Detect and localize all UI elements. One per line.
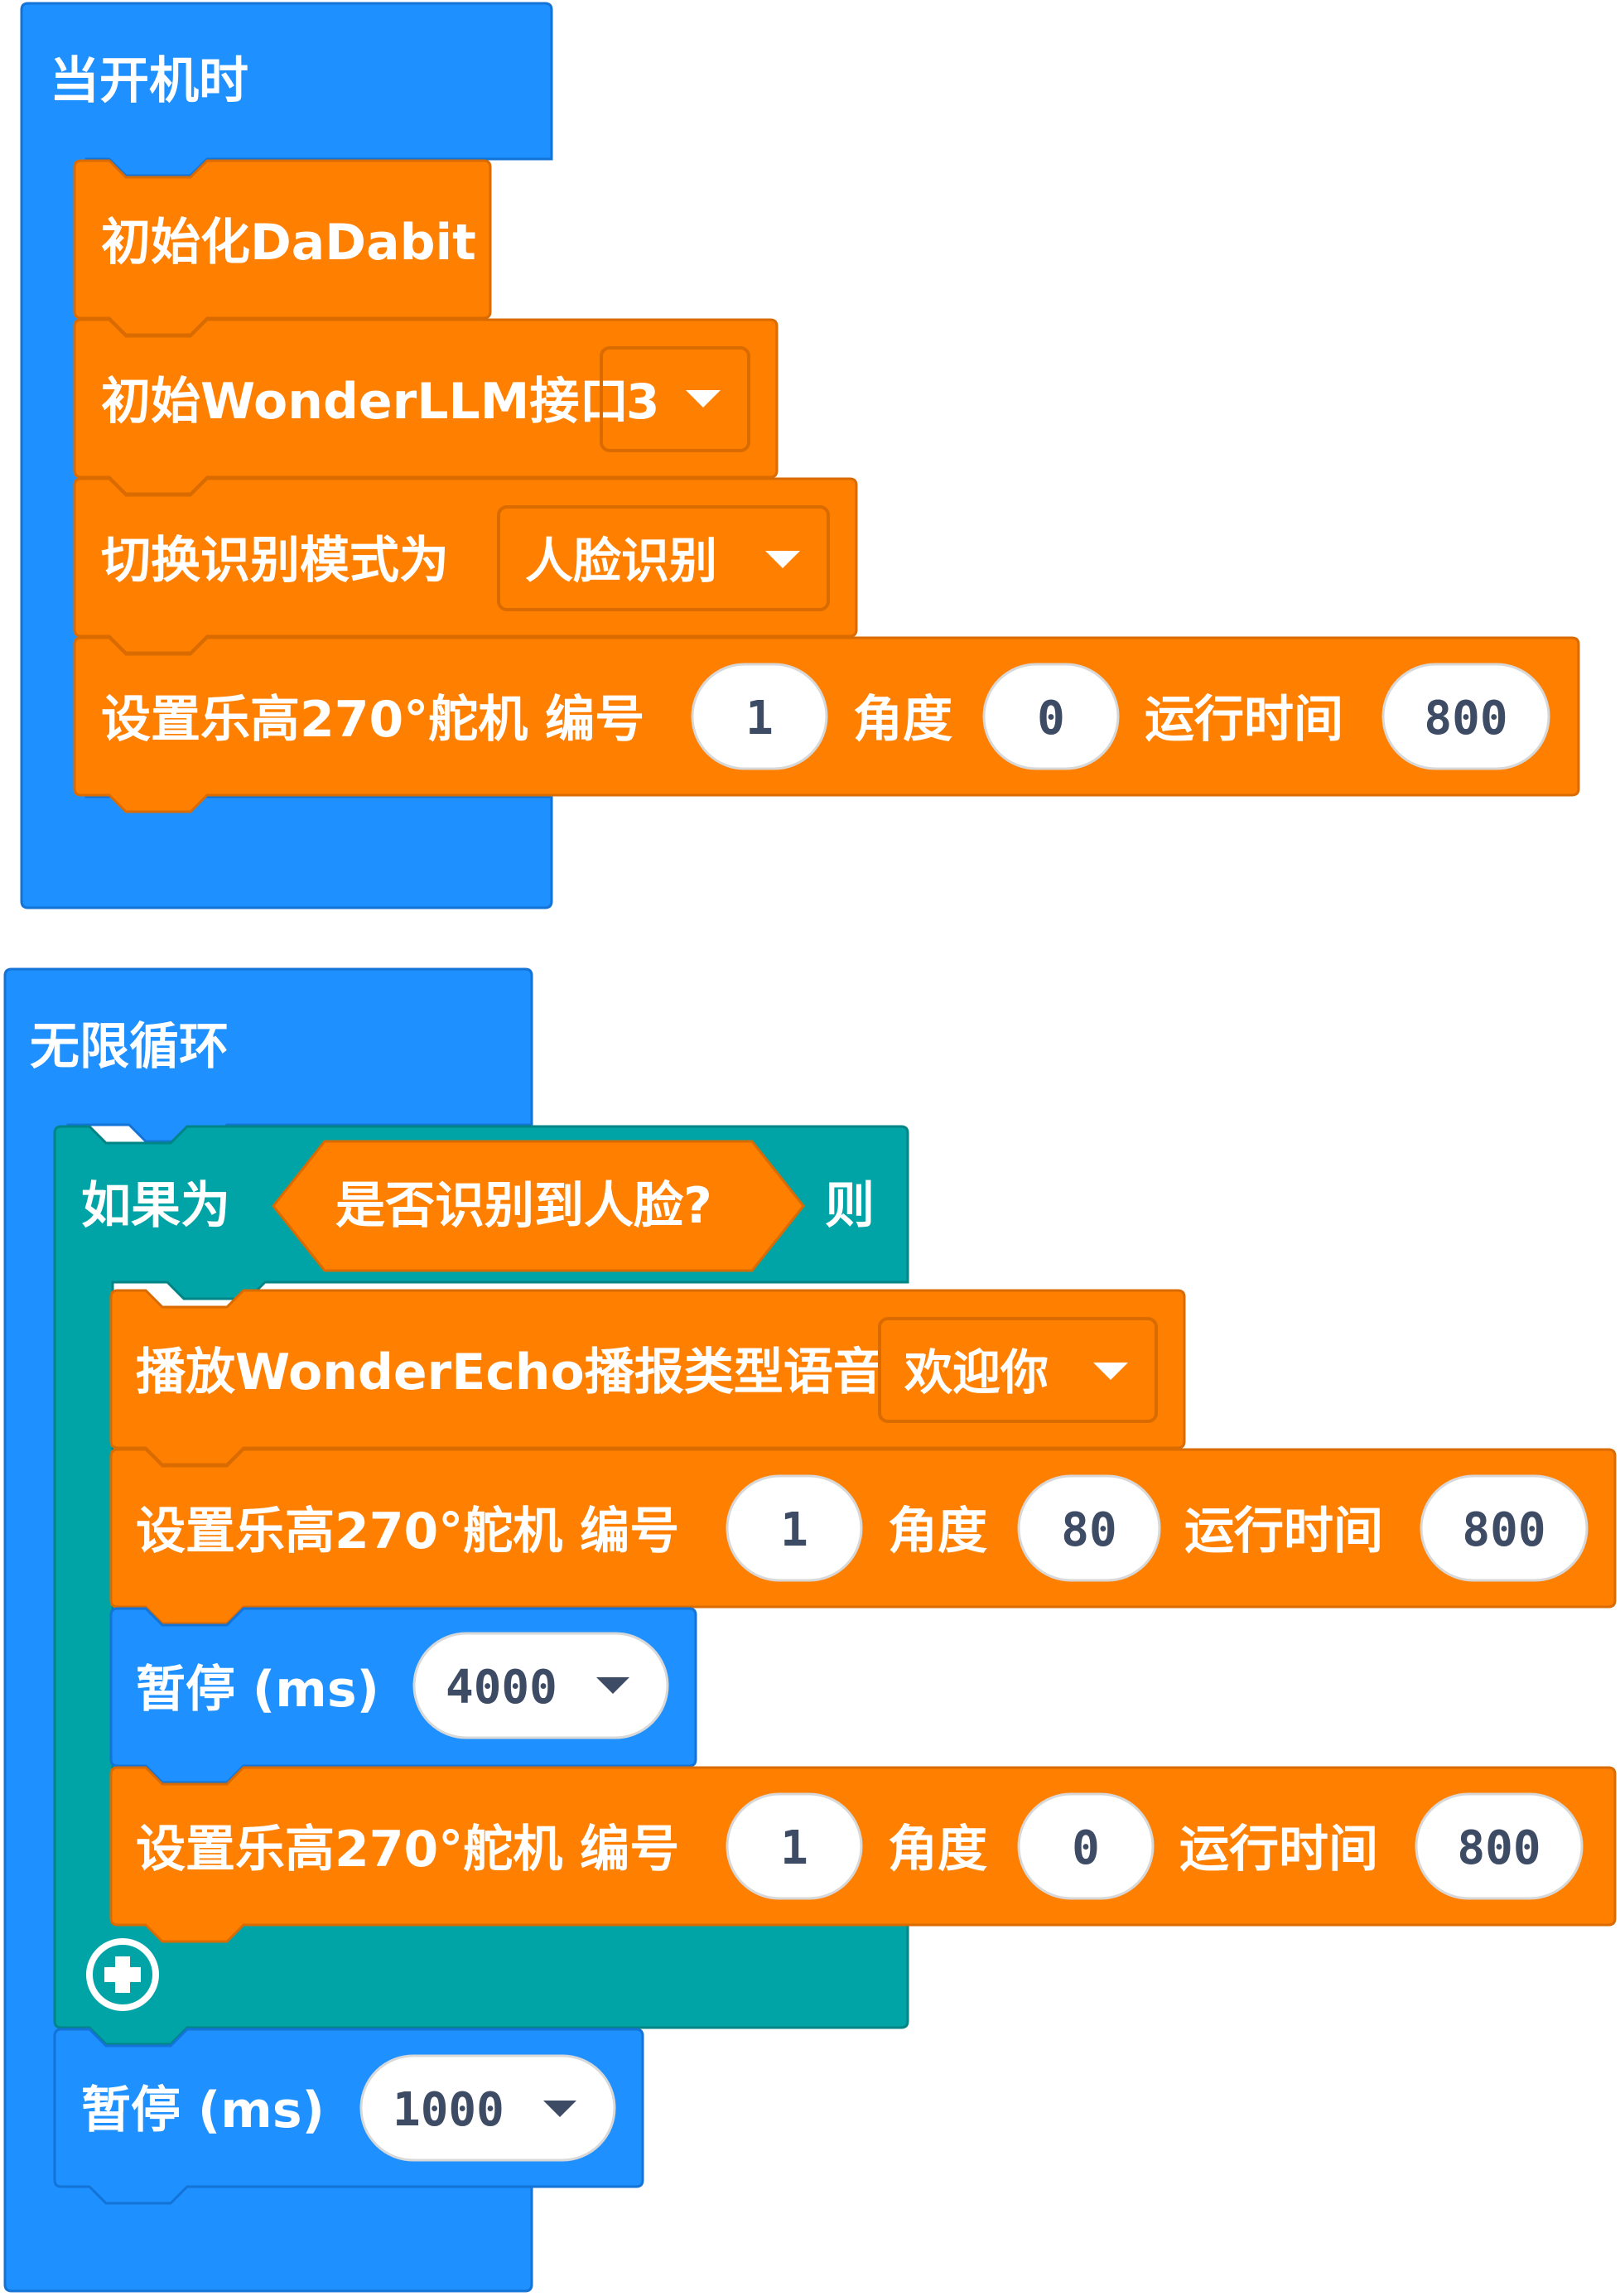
svg-text:80: 80 [1061, 1503, 1116, 1557]
servo-angle-input[interactable]: 80 [1017, 1474, 1161, 1582]
svg-text:0: 0 [1072, 1821, 1100, 1875]
play-echo-label: 播放WonderEcho播报类型语音 [136, 1343, 883, 1401]
on-start-block[interactable]: 当开机时 [20, 2, 553, 909]
pause-value-dropdown[interactable]: 4000 [412, 1632, 669, 1739]
init-llm-label: 初始WonderLLM接口 [101, 373, 629, 431]
svg-text:800: 800 [1462, 1503, 1545, 1557]
servo-block-start[interactable]: 设置乐高270°舵机 编号 1 角度 0 运行时间 800 [73, 636, 1580, 813]
phrase-value: 欢迎你 [904, 1344, 1049, 1401]
svg-text:1: 1 [780, 1503, 808, 1557]
time-label: 运行时间 [1145, 691, 1343, 749]
pause-block-inner[interactable]: 暂停 (ms) 4000 [109, 1607, 697, 1784]
svg-text:1: 1 [745, 692, 774, 745]
mode-value: 人脸识别 [525, 533, 717, 589]
face-detected-condition[interactable]: 是否识别到人脸? [272, 1140, 805, 1272]
play-echo-block[interactable]: 播放WonderEcho播报类型语音 欢迎你 [109, 1289, 1186, 1466]
if-block[interactable]: 如果为 是否识别到人脸? 则 [53, 1125, 909, 2046]
init-dadabit-label: 初始化DaDabit [101, 214, 476, 272]
pause-label: 暂停 (ms) [136, 1661, 379, 1719]
angle-label: 角度 [853, 691, 952, 749]
servo-label: 设置乐高270°舵机 编号 [136, 1503, 679, 1560]
servo-time-input[interactable]: 800 [1415, 1792, 1584, 1900]
init-llm-block[interactable]: 初始WonderLLM接口 3 [73, 318, 779, 495]
servo-time-input[interactable]: 800 [1381, 663, 1550, 770]
servo-block-2[interactable]: 设置乐高270°舵机 编号 1 角度 0 运行时间 800 [109, 1766, 1617, 1943]
chevron-down-icon [765, 551, 800, 568]
svg-text:800: 800 [1424, 692, 1507, 745]
chevron-down-icon [686, 390, 721, 408]
pause-block-outer[interactable]: 暂停 (ms) 1000 [53, 2028, 644, 2205]
time-label: 运行时间 [1179, 1821, 1378, 1879]
on-start-label: 当开机时 [50, 52, 248, 110]
svg-text:800: 800 [1457, 1821, 1540, 1875]
then-label: 则 [825, 1177, 875, 1235]
servo-id-input[interactable]: 1 [726, 1474, 863, 1582]
servo-angle-input[interactable]: 0 [1017, 1792, 1155, 1900]
mode-dropdown[interactable]: 人脸识别 [497, 505, 830, 611]
add-branch-button[interactable] [86, 1938, 159, 2011]
servo-id-input[interactable]: 1 [726, 1792, 863, 1900]
switch-mode-label: 切换识别模式为 [101, 532, 449, 590]
if-label: 如果为 [81, 1177, 230, 1235]
port-dropdown[interactable]: 3 [600, 346, 750, 452]
chevron-down-icon [1093, 1363, 1128, 1380]
chevron-down-icon [543, 2101, 576, 2117]
svg-text:1: 1 [780, 1821, 808, 1875]
servo-block-1[interactable]: 设置乐高270°舵机 编号 1 角度 80 运行时间 800 [109, 1448, 1617, 1625]
servo-label: 设置乐高270°舵机 编号 [136, 1821, 679, 1879]
pause-value-dropdown[interactable]: 1000 [359, 2054, 616, 2162]
init-dadabit-block[interactable]: 初始化DaDabit [73, 159, 492, 336]
servo-time-input[interactable]: 800 [1420, 1474, 1589, 1582]
servo-label: 设置乐高270°舵机 编号 [101, 691, 644, 749]
servo-angle-input[interactable]: 0 [982, 663, 1120, 770]
pause-label: 暂停 (ms) [81, 2081, 325, 2139]
angle-label: 角度 [888, 1503, 987, 1560]
condition-label: 是否识别到人脸? [335, 1177, 712, 1235]
angle-label: 角度 [888, 1821, 987, 1879]
phrase-dropdown[interactable]: 欢迎你 [878, 1317, 1158, 1423]
port-value: 3 [626, 374, 659, 430]
switch-mode-block[interactable]: 切换识别模式为 人脸识别 [73, 477, 858, 654]
svg-text:4000: 4000 [446, 1661, 557, 1715]
forever-label: 无限循环 [30, 1018, 229, 1076]
time-label: 运行时间 [1184, 1503, 1383, 1560]
svg-text:0: 0 [1037, 692, 1065, 745]
svg-text:1000: 1000 [393, 2083, 504, 2137]
servo-id-input[interactable]: 1 [691, 663, 828, 770]
chevron-down-icon [596, 1677, 629, 1694]
